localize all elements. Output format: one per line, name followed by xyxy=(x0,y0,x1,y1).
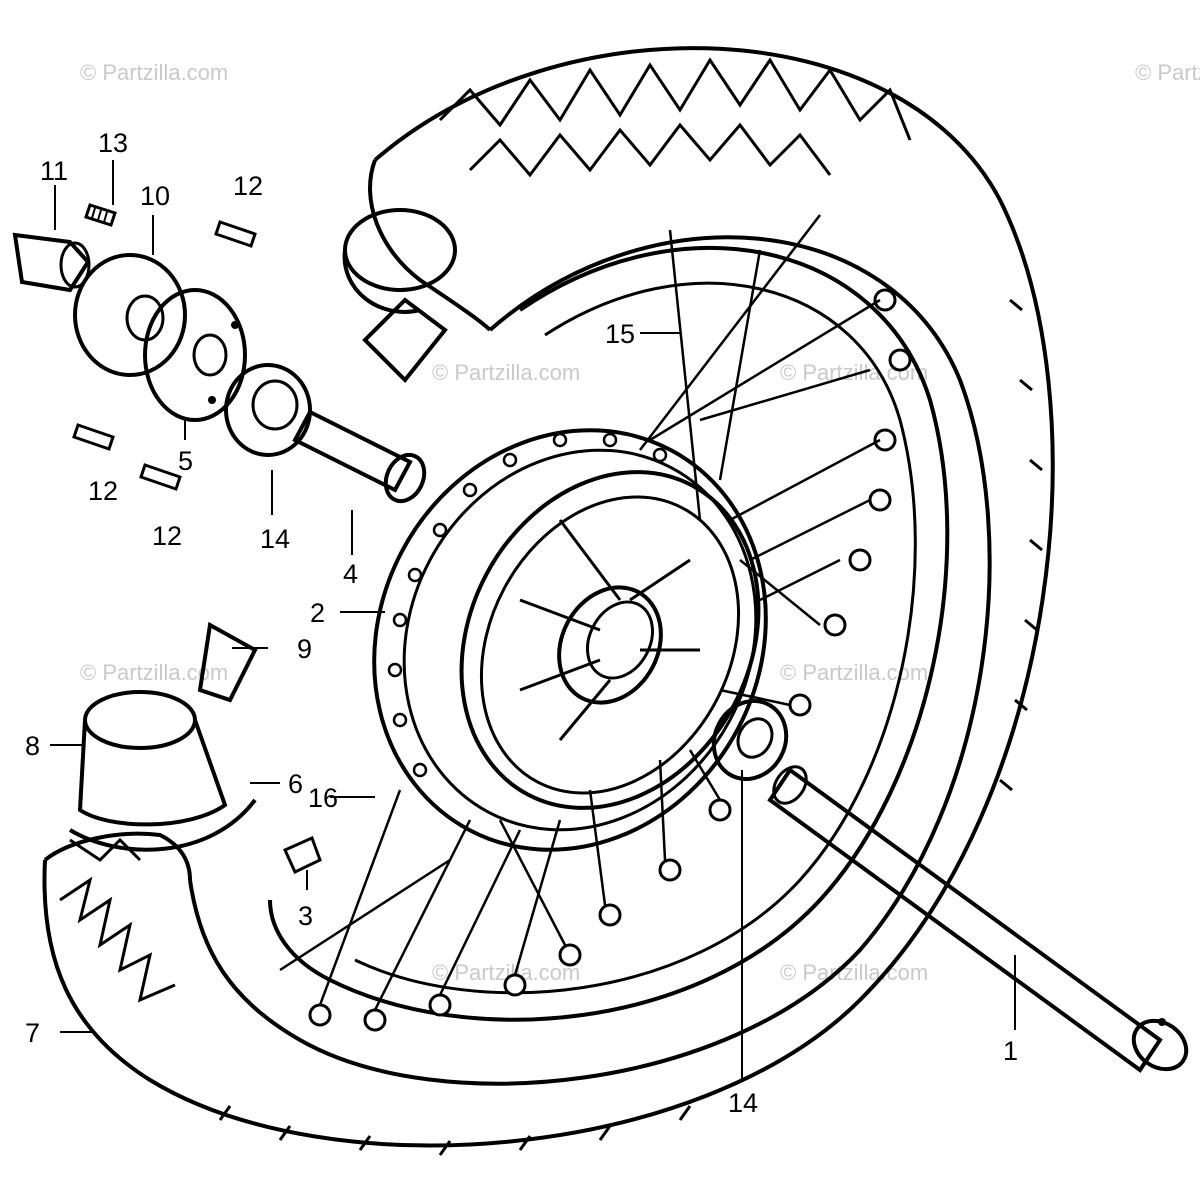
callout-3: 3 xyxy=(298,901,313,931)
callout-7: 7 xyxy=(25,1018,40,1048)
callout-8: 8 xyxy=(25,731,40,761)
bearing-right xyxy=(711,699,789,781)
callout-12: 12 xyxy=(233,171,263,201)
watermark-group: © Partzilla.com © Partzilla.com © Partzi… xyxy=(80,60,1200,985)
distance-collar xyxy=(292,409,427,504)
callout-12: 12 xyxy=(88,476,118,506)
leader-lines xyxy=(50,160,1016,1080)
valve-cap xyxy=(283,835,322,875)
tube-bottom-cut xyxy=(68,621,258,852)
hub-holes xyxy=(387,432,668,778)
callout-14: 14 xyxy=(728,1088,758,1118)
callouts: 1 2 3 4 5 6 7 8 9 10 11 12 12 12 13 14 1… xyxy=(25,128,1018,1118)
callout-16: 16 xyxy=(308,783,338,813)
callout-10: 10 xyxy=(140,181,170,211)
callout-12: 12 xyxy=(152,521,182,551)
callout-11: 11 xyxy=(40,156,68,186)
axle-nut xyxy=(12,232,91,293)
watermark: © Partzilla.com xyxy=(432,360,580,385)
callout-4: 4 xyxy=(343,559,358,589)
watermark: © Partzilla.com xyxy=(1135,60,1200,85)
callout-6: 6 xyxy=(288,769,303,799)
callout-2: 2 xyxy=(310,598,325,628)
seal-plate xyxy=(143,288,247,422)
bolt-13 xyxy=(84,203,117,227)
callout-9: 9 xyxy=(297,634,312,664)
hub xyxy=(372,428,768,852)
axle xyxy=(767,765,1189,1073)
bolts-12 xyxy=(72,220,257,491)
watermark: © Partzilla.com xyxy=(80,60,228,85)
side-collar xyxy=(73,253,187,377)
watermark: © Partzilla.com xyxy=(780,660,928,685)
tire xyxy=(42,46,1055,1156)
tube-top-cut xyxy=(342,208,457,383)
watermark: © Partzilla.com xyxy=(780,960,928,985)
spoke-nipples xyxy=(308,288,912,1032)
callout-13: 13 xyxy=(98,128,128,158)
callout-1: 1 xyxy=(1003,1036,1018,1066)
callout-5: 5 xyxy=(178,446,193,476)
callout-15: 15 xyxy=(605,319,635,349)
callout-14: 14 xyxy=(260,524,290,554)
spokes xyxy=(279,214,881,1011)
